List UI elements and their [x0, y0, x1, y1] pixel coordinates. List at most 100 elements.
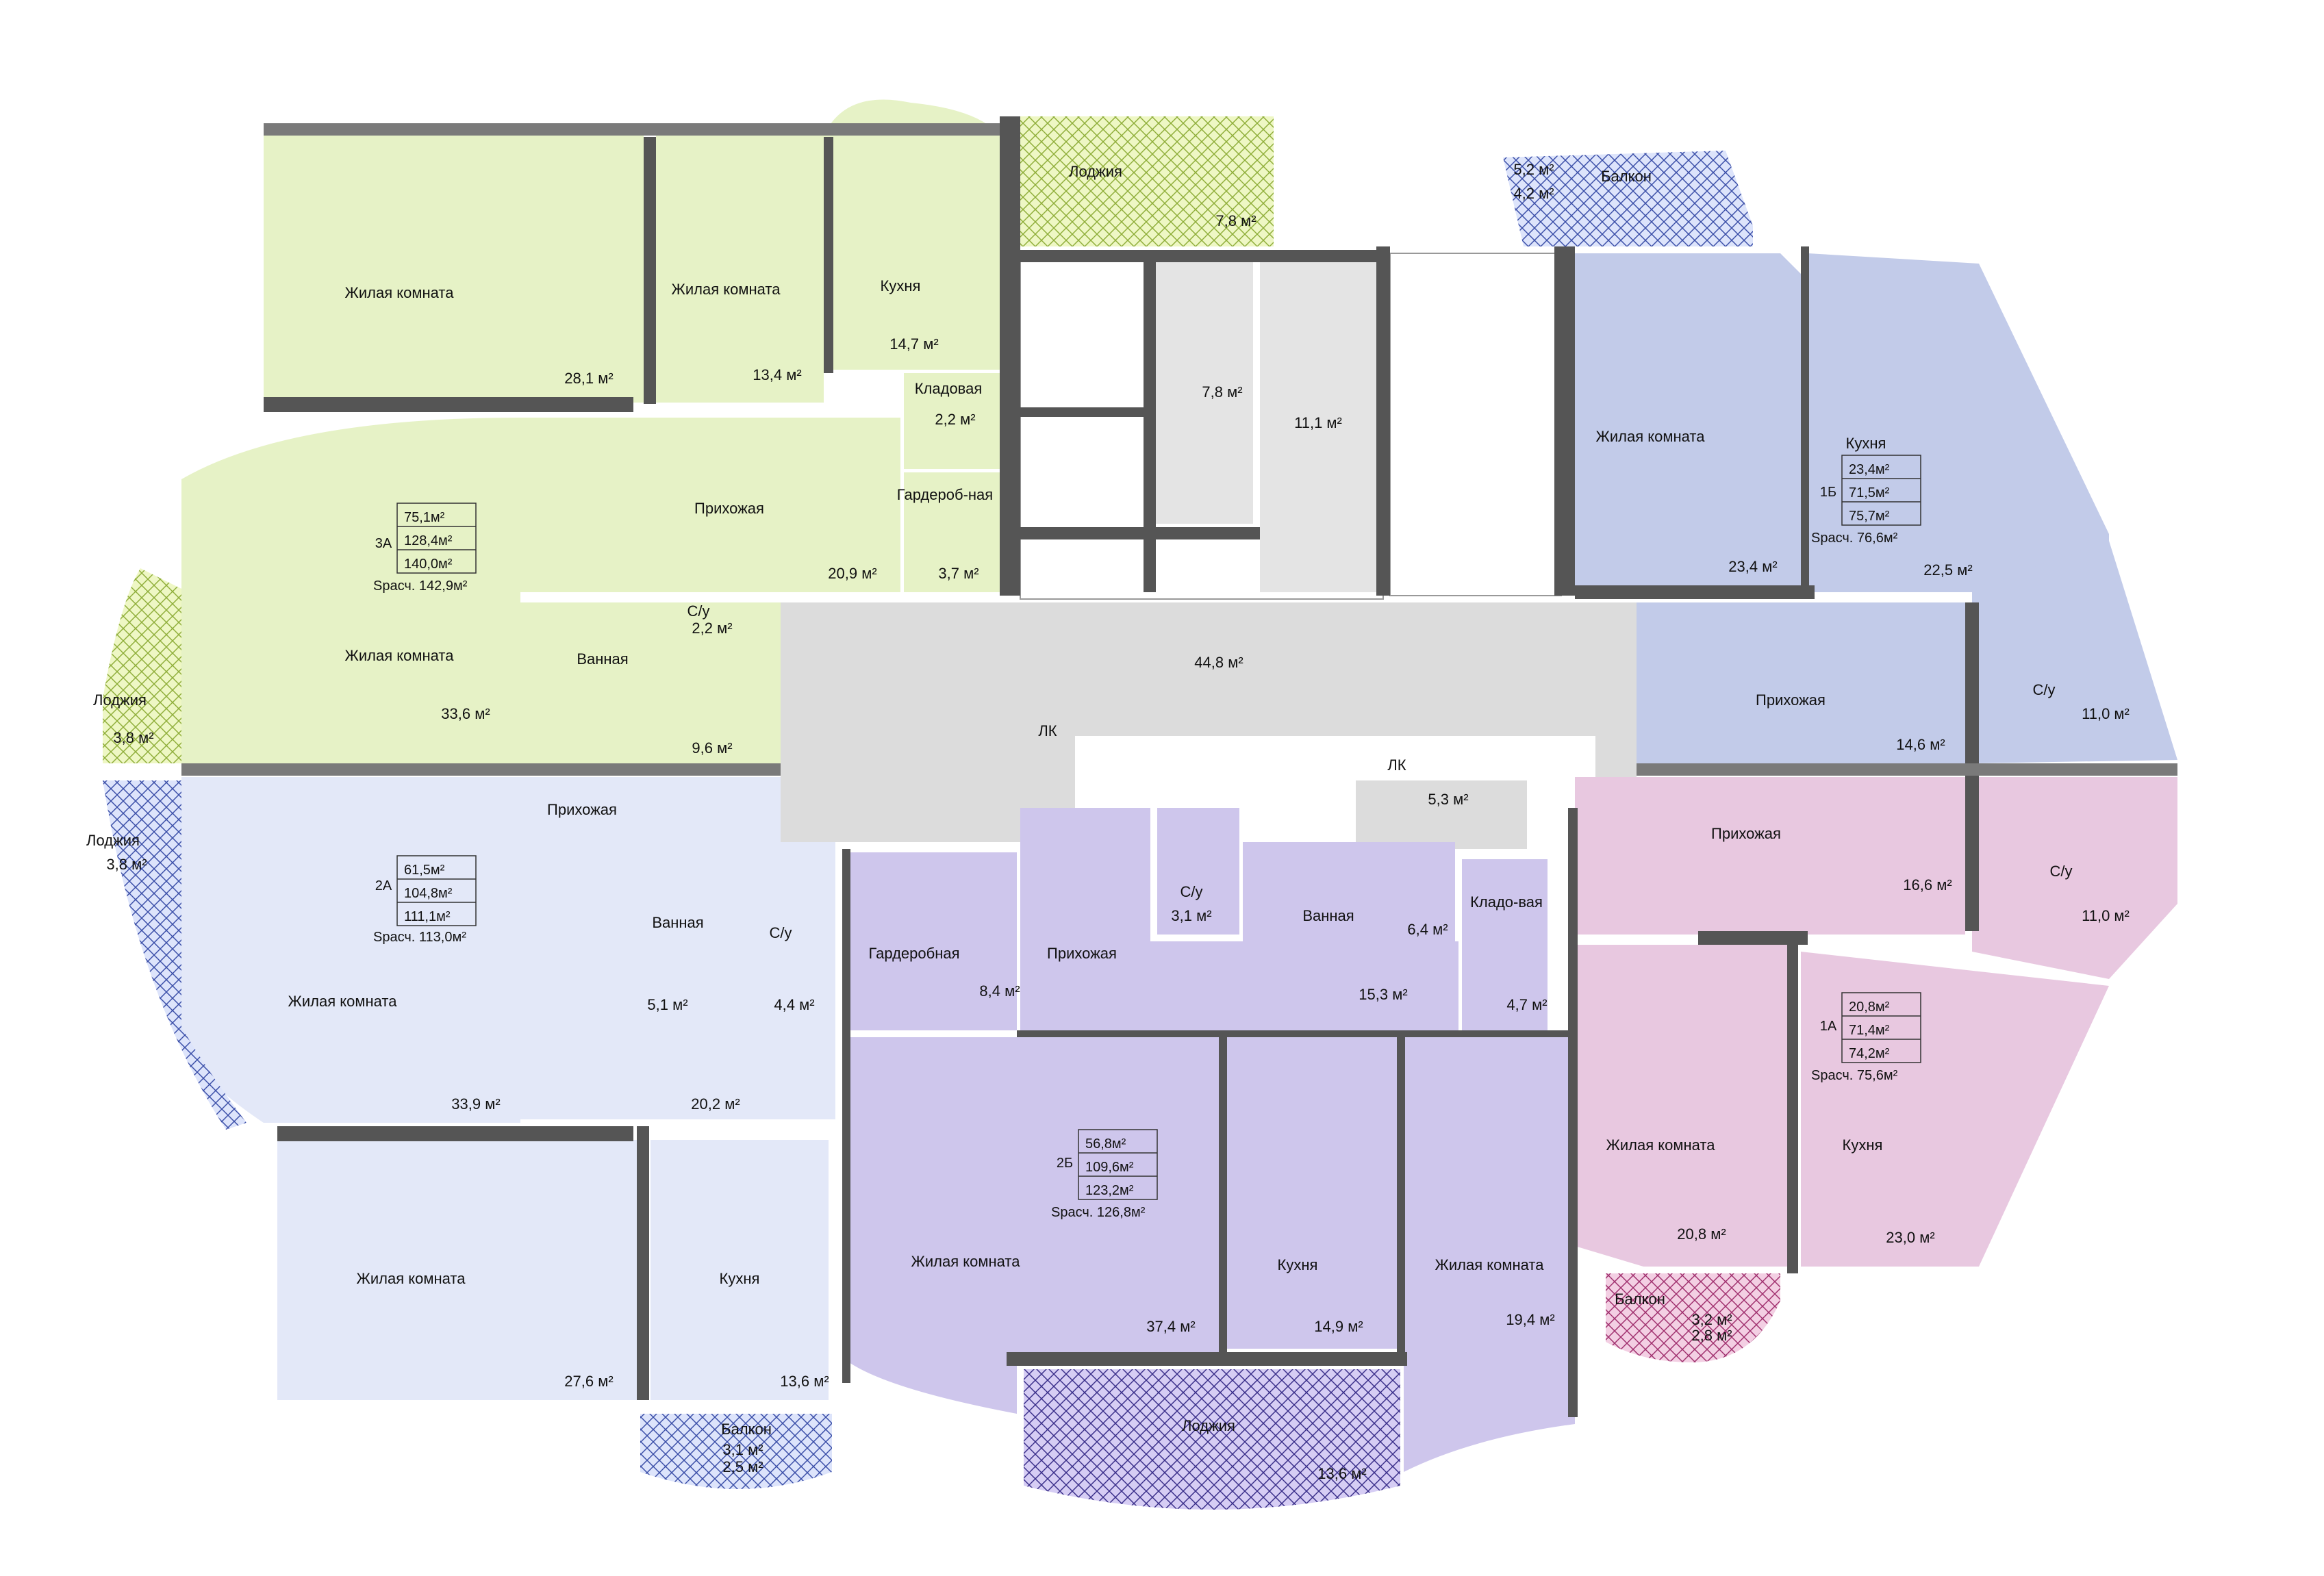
svg-text:74,2м²: 74,2м² — [1849, 1046, 1890, 1061]
room-area: 2,2 м² — [692, 620, 732, 637]
room-1a-wc — [1972, 777, 2177, 979]
unit-summary-1a: 1А 20,8м² 71,4м² 74,2м² Sрасч. 75,6м² — [1811, 992, 1921, 1083]
room-area: 44,8 м² — [1194, 654, 1243, 671]
room-2a-kitchen — [651, 1140, 829, 1400]
apartment-2a — [103, 777, 835, 1489]
svg-text:75,1м²: 75,1м² — [404, 510, 445, 525]
room-name: ЛК — [1038, 722, 1057, 739]
room-area: 27,6 м² — [564, 1373, 613, 1390]
room-2b-living2 — [1404, 1037, 1575, 1472]
room-3a-loggia — [103, 568, 181, 763]
room-name: Жилая комната — [345, 284, 455, 301]
room-name: С/у — [770, 924, 792, 941]
room-name: Ванная — [577, 650, 628, 668]
room-name: Жилая комната — [1435, 1256, 1545, 1273]
room-name: Прихожая — [1047, 945, 1117, 962]
svg-text:1Б: 1Б — [1820, 485, 1836, 500]
svg-text:104,8м²: 104,8м² — [404, 886, 453, 901]
room-area: 5,1 м² — [647, 996, 687, 1013]
room-3a-hall — [520, 418, 900, 592]
room-area: 15,3 м² — [1359, 986, 1407, 1003]
svg-text:20,8м²: 20,8м² — [1849, 1000, 1890, 1015]
room-3a-kitchen — [824, 99, 1000, 370]
room-area: 3,2 м² — [1691, 1311, 1732, 1328]
room-area: 5,2 м² — [1513, 161, 1554, 178]
apartment-2b — [849, 808, 1575, 1510]
room-area: 23,0 м² — [1886, 1229, 1934, 1246]
room-3a-living2 — [656, 136, 824, 403]
room-2a-living1 — [181, 777, 520, 1123]
room-3a-living1 — [264, 136, 644, 403]
room-1b-hall — [1637, 602, 1965, 763]
room-area: 8,4 м² — [979, 982, 1020, 1000]
room-1b-wc — [1972, 541, 2177, 763]
room-name: Ванная — [1302, 907, 1354, 924]
room-area: 22,5 м² — [1923, 561, 1972, 579]
room-area: 14,7 м² — [889, 335, 938, 353]
apartment-3a — [103, 99, 1000, 763]
room-2a-balcony — [640, 1414, 832, 1489]
room-name: С/у — [1180, 883, 1203, 900]
room-area: 4,2 м² — [1513, 185, 1554, 202]
room-3a-pantry — [904, 373, 1000, 469]
apartment-1b — [1503, 151, 2177, 763]
room-area: 2,8 м² — [1691, 1327, 1732, 1344]
room-area: 33,9 м² — [451, 1095, 500, 1113]
unit-summary-2a: 2А 61,5м² 104,8м² 111,1м² Sрасч. 113,0м² — [373, 855, 477, 945]
room-area: 7,8 м² — [1215, 212, 1256, 229]
svg-text:75,7м²: 75,7м² — [1849, 509, 1890, 524]
room-name: Прихожая — [1711, 825, 1781, 842]
room-2b-living1 — [849, 1037, 1219, 1414]
room-area: 13,6 м² — [1317, 1465, 1366, 1482]
room-name: Гардероб-ная — [897, 486, 993, 503]
svg-text:3А: 3А — [375, 536, 392, 551]
room-2b-bath — [1243, 842, 1455, 941]
room-name: Прихожая — [1756, 691, 1826, 709]
room-area: 7,8 м² — [1202, 383, 1242, 401]
labels-core: Лоджия 7,8 м² 7,8 м² 11,1 м² 44,8 м² 5,3… — [1038, 163, 1468, 808]
room-1a-balcony — [1606, 1273, 1780, 1362]
room-name: Балкон — [1615, 1291, 1665, 1308]
room-3a-living3 — [181, 418, 520, 763]
room-name: Лоджия — [93, 691, 147, 709]
room-area: 2,5 м² — [722, 1458, 763, 1475]
room-area: 11,0 м² — [2082, 705, 2130, 722]
room-area: 6,4 м² — [1407, 921, 1448, 938]
room-core-small — [1356, 780, 1527, 849]
room-2b-kitchen — [1226, 1037, 1397, 1349]
svg-text:71,5м²: 71,5м² — [1849, 485, 1890, 500]
room-name: Жилая комната — [911, 1253, 1021, 1270]
svg-text:2Б: 2Б — [1057, 1156, 1073, 1171]
room-area: 37,4 м² — [1146, 1318, 1195, 1335]
room-area: 3,1 м² — [722, 1441, 763, 1458]
room-1a-kitchen — [1801, 952, 2109, 1267]
svg-text:Sрасч. 75,6м²: Sрасч. 75,6м² — [1811, 1068, 1898, 1083]
room-area: 33,6 м² — [441, 705, 490, 722]
room-name: Кухня — [1846, 435, 1886, 452]
room-name: Лоджия — [1069, 163, 1122, 180]
room-name: Лоджия — [86, 832, 140, 849]
room-core-b — [1260, 257, 1376, 592]
room-name: Гардеробная — [868, 945, 959, 962]
room-2b-pantry — [1462, 859, 1548, 1030]
room-area: 13,4 м² — [753, 366, 801, 383]
room-1a-living — [1575, 945, 1794, 1267]
room-1b-living — [1575, 253, 1801, 589]
room-core-a — [1150, 257, 1253, 524]
walls — [181, 116, 2177, 1417]
room-name: ЛК — [1387, 757, 1406, 774]
svg-text:Sрасч. 142,9м²: Sрасч. 142,9м² — [373, 579, 468, 594]
room-area: 14,9 м² — [1314, 1318, 1363, 1335]
core — [781, 116, 1637, 856]
room-core-hall — [781, 602, 1637, 856]
room-name: Кухня — [720, 1270, 760, 1287]
room-name: Лоджия — [1182, 1417, 1235, 1434]
room-3a-bath — [520, 602, 787, 763]
room-name: С/у — [2050, 863, 2073, 880]
room-area: 3,8 м² — [113, 729, 153, 746]
svg-text:123,2м²: 123,2м² — [1085, 1183, 1134, 1198]
room-1a-hall — [1575, 777, 1965, 935]
room-name: С/у — [2033, 681, 2056, 698]
room-2a-wc — [753, 852, 829, 1037]
room-name: Жилая комната — [1606, 1136, 1716, 1154]
